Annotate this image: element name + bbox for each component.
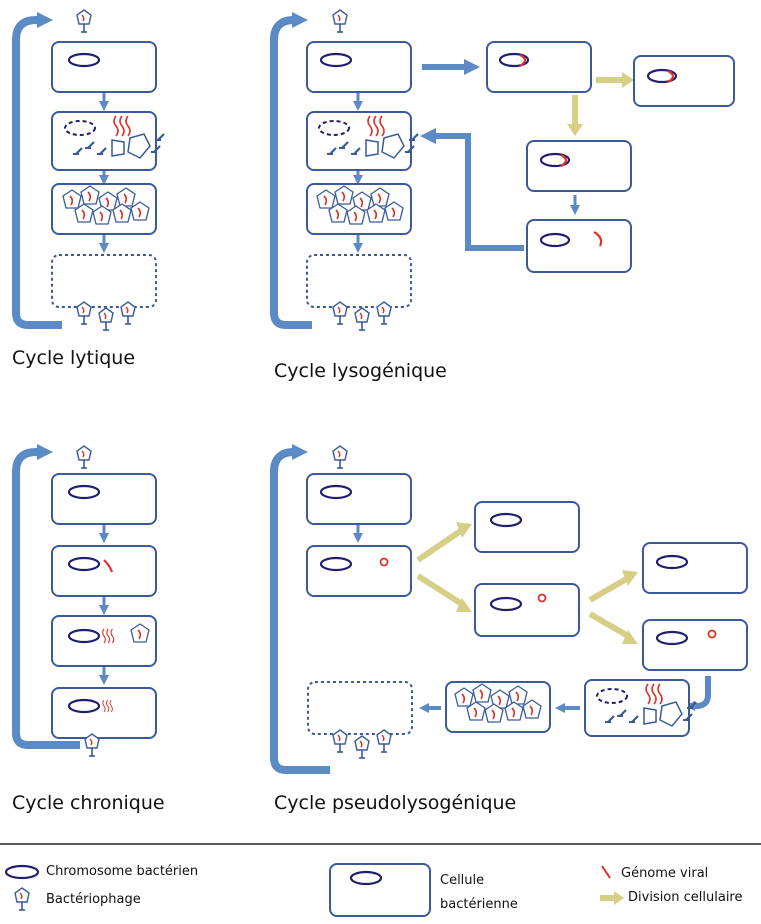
chromosome-icon xyxy=(4,864,40,880)
legend-cell-line1: Cellule xyxy=(440,873,485,888)
pseudolysogenic-cycle-label: Cycle pseudolysogénique xyxy=(274,792,517,814)
legend-division: Division cellulaire xyxy=(628,890,743,905)
cell-icon xyxy=(329,863,431,917)
legend-phage: Bactériophage xyxy=(46,892,141,907)
chronic-cycle xyxy=(12,444,157,757)
lysogenic-cycle-label: Cycle lysogénique xyxy=(274,360,447,382)
genome-icon xyxy=(601,865,611,879)
division-arrow-icon xyxy=(614,891,624,905)
legend-chromosome: Chromosome bactérien xyxy=(46,864,199,879)
legend-symbols xyxy=(4,863,624,917)
chronic-cycle-label: Cycle chronique xyxy=(12,792,165,814)
phage-icon xyxy=(14,887,30,911)
lysogenic-cycle xyxy=(270,9,735,331)
pseudolysogenic-cycle xyxy=(270,444,748,774)
lytic-cycle-label: Cycle lytique xyxy=(12,347,136,369)
legend-genome: Génome viral xyxy=(621,866,709,881)
legend-cell-line2: bactérienne xyxy=(440,897,518,912)
lytic-cycle xyxy=(12,9,164,331)
